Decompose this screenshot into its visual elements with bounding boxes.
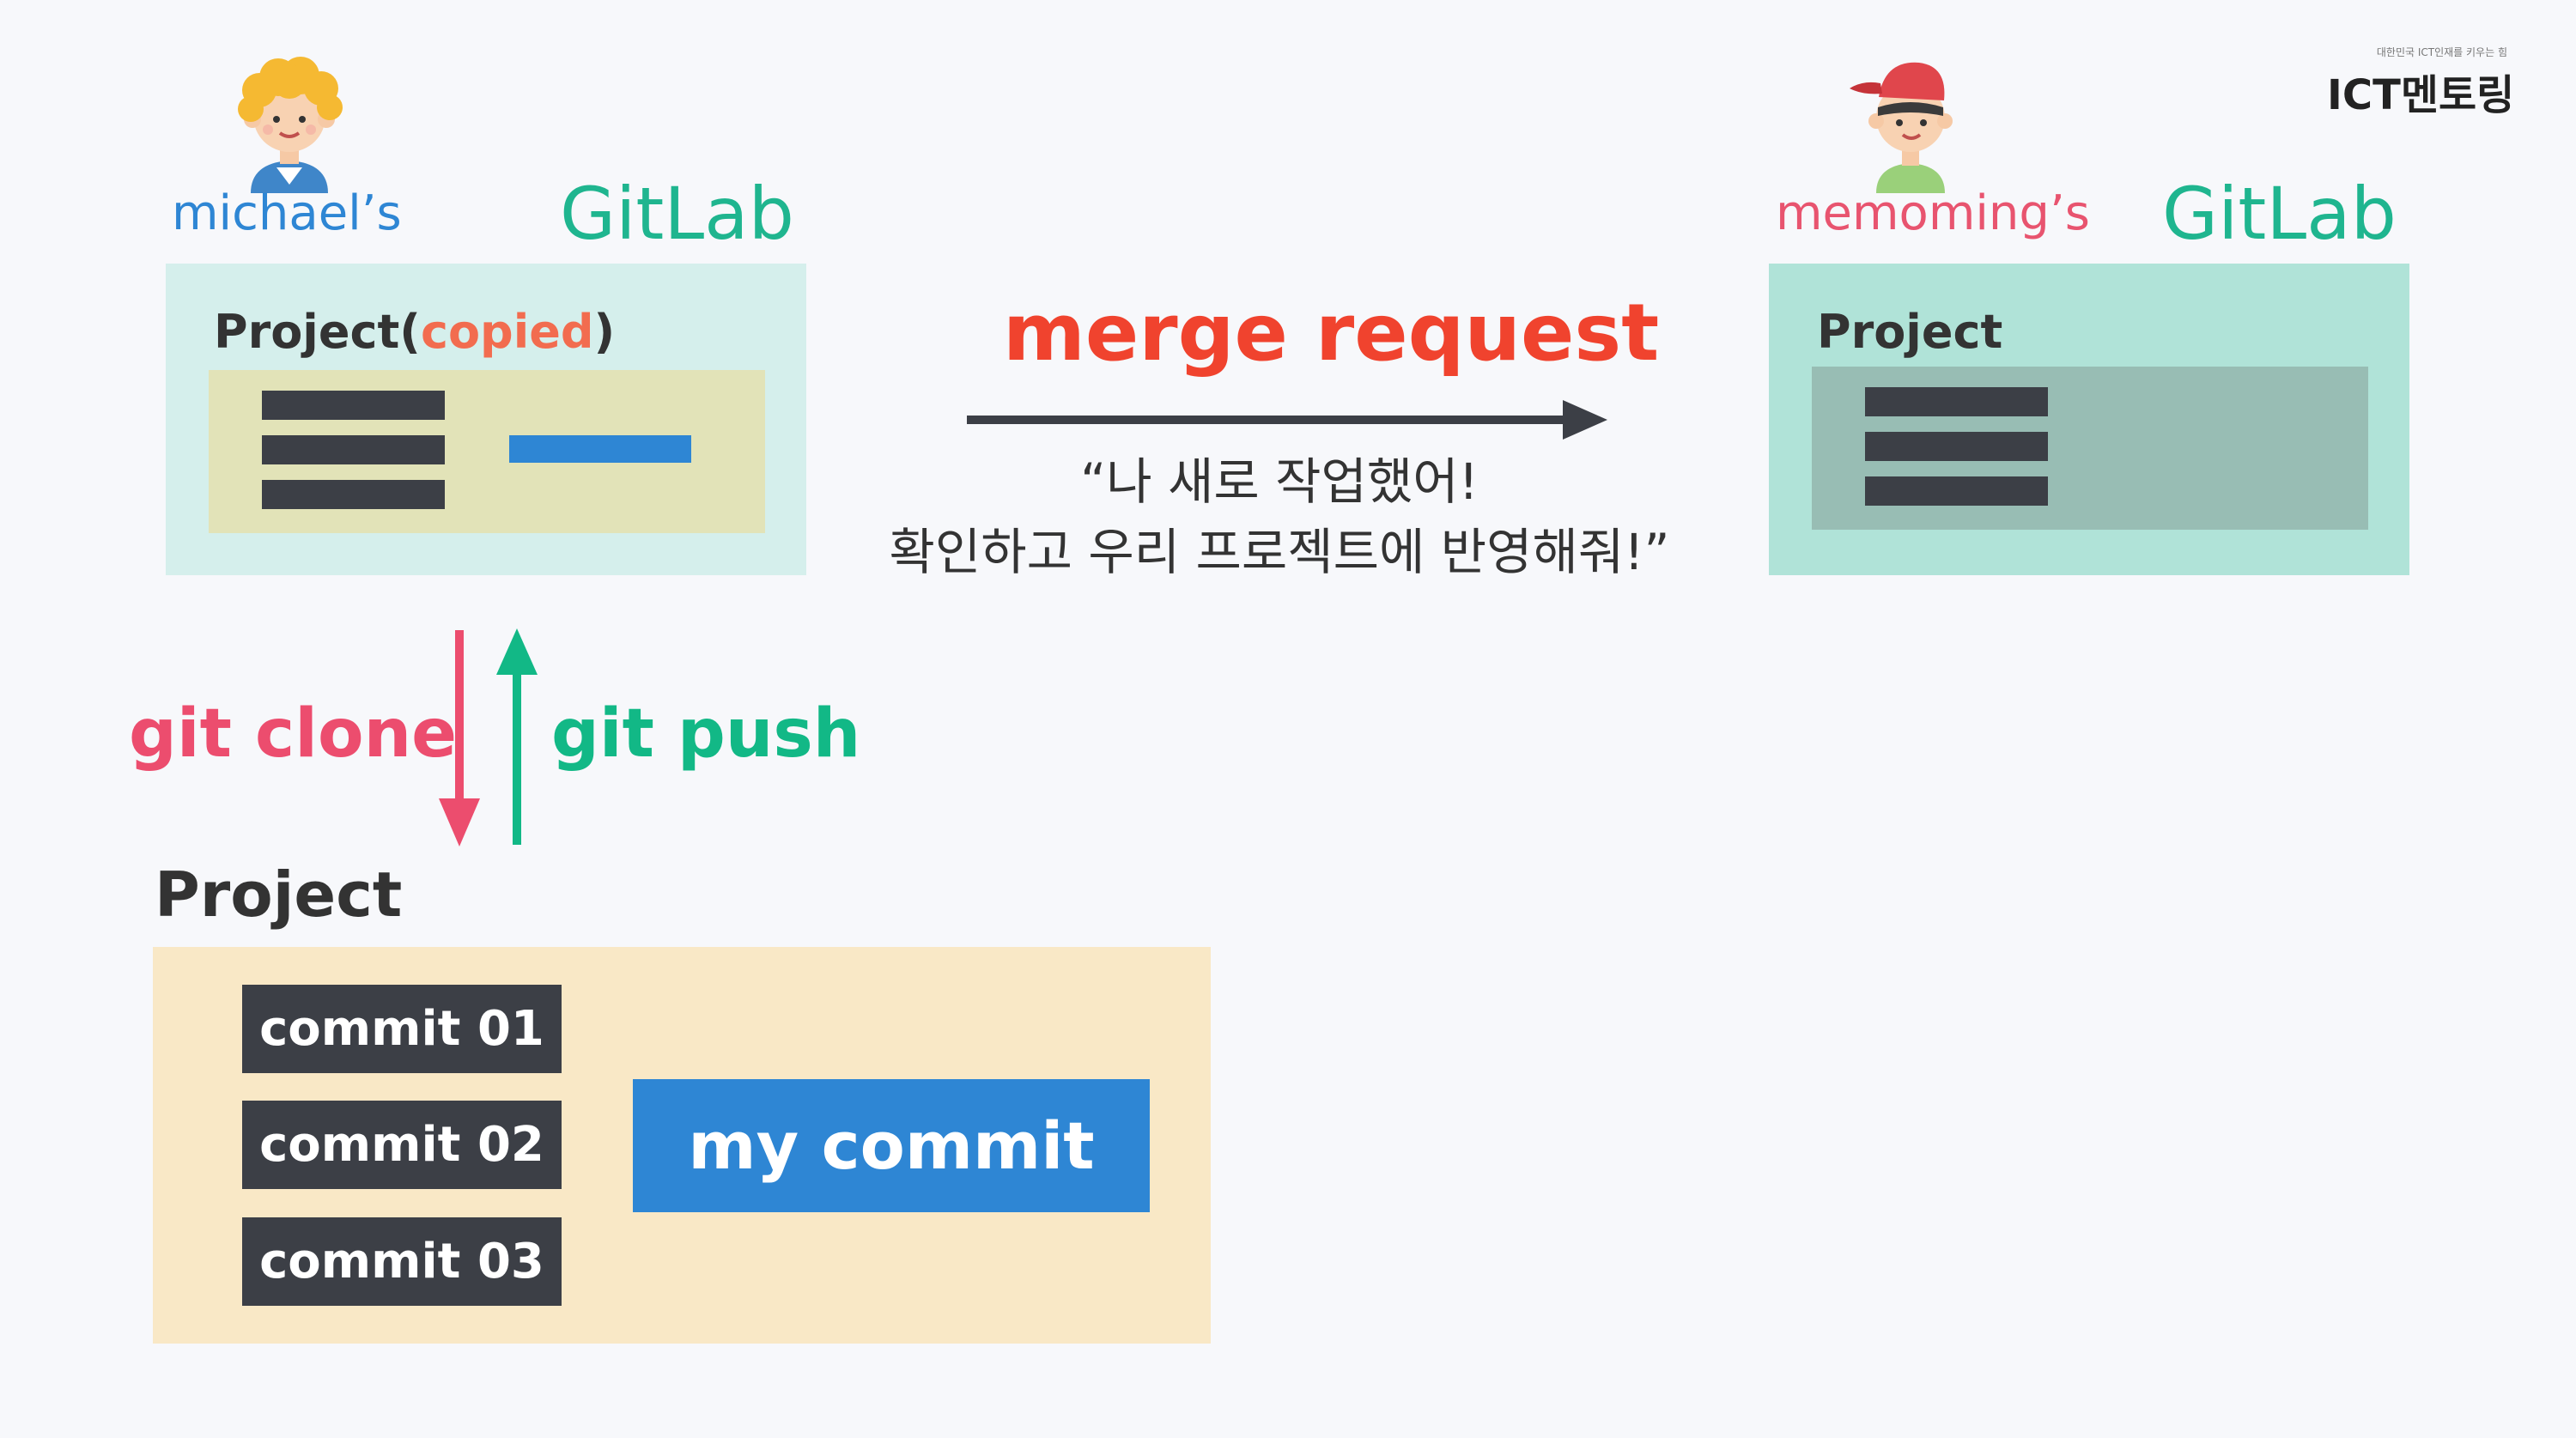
code-line-bar — [262, 480, 445, 509]
memoming-project-content — [1812, 367, 2368, 530]
project-title-close: ) — [594, 305, 616, 359]
merge-request-message: “나 새로 작업했어! 확인하고 우리 프로젝트에 반영해줘!” — [859, 446, 1700, 587]
memoming-avatar-icon — [1838, 47, 1984, 193]
michael-project-title: Project(copied) — [214, 305, 615, 359]
merge-arrow-icon — [962, 393, 1614, 445]
code-line-bar — [1865, 387, 2048, 416]
michael-gitlab-label: GitLab — [560, 172, 794, 256]
commit-03: commit 03 — [242, 1217, 562, 1306]
code-line-bar — [262, 435, 445, 464]
new-work-bar — [509, 435, 691, 463]
memoming-gitlab-label: GitLab — [2162, 172, 2397, 256]
copied-label: copied — [421, 305, 594, 359]
code-line-bar — [1865, 432, 2048, 461]
local-project-box: commit 01 commit 02 commit 03 my commit — [153, 947, 1211, 1344]
michael-gitlab-project-card: Project(copied) — [166, 264, 806, 575]
michael-avatar-icon — [216, 47, 362, 193]
memoming-owner-label: memoming’s — [1776, 185, 2090, 241]
local-project-title: Project — [155, 859, 402, 931]
git-clone-label: git clone — [129, 695, 457, 773]
michael-owner-label: michael’s — [172, 185, 402, 241]
michael-project-content — [209, 370, 765, 533]
project-title-text: Project( — [214, 305, 421, 359]
message-line-1: “나 새로 작업했어! — [859, 446, 1700, 517]
ict-mentoring-logo: 대한민국 ICT인재를 키우는 힘 ICT멘토링 — [2327, 45, 2507, 121]
logo-tagline: 대한민국 ICT인재를 키우는 힘 — [2327, 45, 2507, 59]
code-line-bar — [262, 391, 445, 420]
my-commit-block: my commit — [633, 1079, 1150, 1212]
memoming-gitlab-project-card: Project — [1769, 264, 2409, 575]
logo-main-text: ICT멘토링 — [2327, 61, 2507, 121]
git-push-label: git push — [551, 695, 860, 773]
message-line-2: 확인하고 우리 프로젝트에 반영해줘!” — [859, 517, 1700, 587]
commit-01: commit 01 — [242, 985, 562, 1073]
code-line-bar — [1865, 476, 2048, 506]
memoming-project-title: Project — [1817, 305, 2002, 359]
commit-02: commit 02 — [242, 1101, 562, 1189]
merge-request-label: merge request — [1003, 287, 1659, 379]
push-up-arrow-icon — [491, 627, 543, 850]
